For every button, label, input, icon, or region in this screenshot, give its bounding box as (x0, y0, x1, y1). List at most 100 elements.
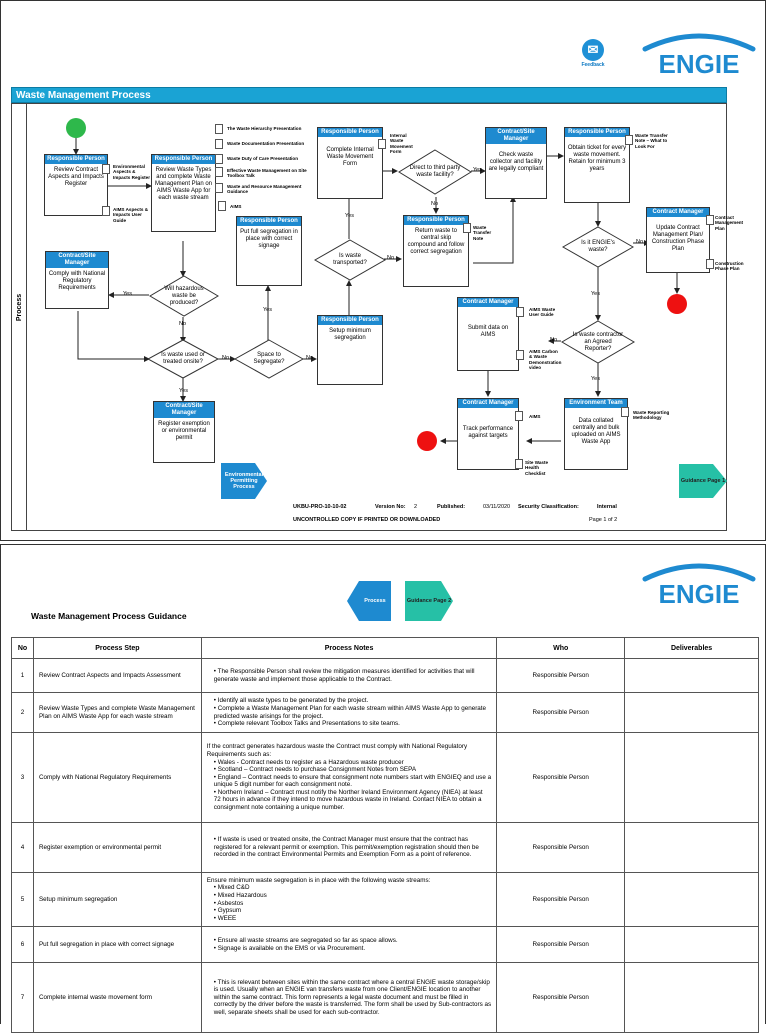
document-icon (516, 350, 524, 360)
note-link[interactable]: Waste Reporting Methodology (633, 410, 670, 421)
note-link[interactable]: AIMS (529, 414, 541, 419)
flow-connectors (73, 137, 680, 444)
step-comply-regulatory: Contract/Site Manager Comply with Nation… (45, 251, 109, 309)
step-text: Review Waste Types and complete Waste Ma… (154, 167, 213, 201)
notes-list: The Responsible Person shall review the … (207, 668, 492, 683)
deliverables-cell (624, 732, 759, 823)
version-label: Version No: (375, 504, 406, 510)
guidance-title: Waste Management Process Guidance (31, 611, 187, 621)
step-text: Comply with National Regulatory Requirem… (48, 271, 106, 291)
step-check-collector: Contract/Site Manager Check waste collec… (485, 127, 547, 199)
document-icon (218, 201, 226, 211)
step-text: Complete Internal Waste Movement Form (326, 147, 374, 167)
step-update-plan: Contract Manager Update Contract Managem… (646, 207, 710, 273)
note-link[interactable]: AIMS Carbon & Waste Demonstration video (529, 349, 562, 371)
logo-text: ENGIE (659, 579, 740, 605)
row-number: 7 (11, 962, 34, 1033)
notes-bullet: Mixed C&D (214, 884, 492, 892)
step-role: Contract Manager (458, 399, 518, 408)
step-text: Obtain ticket for every waste movement. … (567, 145, 627, 172)
process-lane: Process (11, 103, 727, 531)
deliverables-cell (624, 658, 759, 693)
notes-bullet: Ensure all waste streams are segregated … (214, 937, 492, 945)
guidance-page: ENGIE Process Guidance Page 2 Waste Mana… (0, 544, 766, 1033)
document-icon (215, 154, 223, 164)
process-notes: Identify all waste types to be generated… (200, 692, 498, 733)
version-value: 2 (414, 504, 418, 510)
step-role: Contract/Site Manager (154, 402, 214, 418)
notes-bullet: The Responsible Person shall review the … (214, 668, 492, 683)
process-step: Comply with National Regulatory Requirem… (32, 732, 202, 823)
decision-agreed-reporter: Is waste contractor an Agreed Reporter? (561, 320, 635, 364)
note-link[interactable]: Waste Duty of Care Presentation (227, 156, 299, 161)
note-link[interactable]: AIMS (230, 204, 242, 209)
step-text: Check waste collector and facility are l… (488, 152, 544, 172)
notes-list: Mixed C&DMixed HazardousAsbestosGypsumWE… (207, 884, 492, 922)
notes-bullet: Scotland – Contract needs to purchase Co… (214, 766, 492, 774)
column-header: Process Step (32, 637, 202, 659)
note-link[interactable]: AIMS Waste User Guide (529, 307, 556, 318)
branch-yes: Yes (345, 213, 354, 219)
env-permitting-link[interactable]: Environmental Permitting Process (221, 463, 267, 499)
note-link[interactable]: Site Waste Health Checklist (525, 460, 549, 476)
process-step: Complete internal waste movement form (32, 962, 202, 1033)
branch-no: No (636, 239, 644, 245)
document-icon (463, 223, 471, 233)
deliverables-cell (624, 872, 759, 927)
branch-yes: Yes (473, 167, 482, 173)
process-notes: Ensure all waste streams are segregated … (200, 926, 498, 963)
note-link[interactable]: Effective Waste Management on Site Toolb… (227, 168, 307, 179)
step-text: Put full segregation in place with corre… (240, 229, 298, 249)
who-cell: Responsible Person (496, 962, 626, 1033)
note-link[interactable]: Construction Phase Plan (715, 261, 744, 272)
deliverables-cell (624, 692, 759, 733)
deliverables-cell (624, 822, 759, 873)
decision-space-segregate: Space to Segregate? (234, 339, 304, 379)
feedback-button[interactable]: ✉ Feedback (577, 39, 609, 68)
process-step: Review Contract Aspects and Impacts Asse… (32, 658, 202, 693)
notes-bullet: Asbestos (214, 900, 492, 908)
guidance-nav-link[interactable]: Guidance Page 2 (405, 581, 453, 621)
note-link[interactable]: Waste Documentation Presentation (227, 141, 305, 146)
step-register-exemption: Contract/Site Manager Register exemption… (153, 401, 215, 463)
notes-bullet: Northern Ireland – Contract must notify … (214, 789, 492, 812)
note-link[interactable]: Waste Transfer Note (473, 225, 492, 241)
guidance-page-link[interactable]: Guidance Page 1 (679, 464, 727, 498)
process-page: ✉ Feedback ENGIE Waste Management Proces… (0, 0, 766, 541)
notes-list: Identify all waste types to be generated… (207, 697, 492, 727)
step-data-collated: Environment Team Data collated centrally… (564, 398, 628, 470)
step-text: Return waste to central skip compound an… (407, 228, 465, 255)
note-link[interactable]: Waste Transfer Note – What to Look For (635, 133, 668, 149)
document-icon (215, 124, 223, 134)
note-link[interactable]: Contract Management Plan (715, 215, 744, 231)
document-icon (621, 407, 629, 417)
published-label: Published: (437, 504, 466, 510)
envelope-icon: ✉ (582, 39, 604, 61)
step-role: Contract/Site Manager (46, 252, 108, 268)
process-nav-link[interactable]: Process (347, 581, 391, 621)
process-notes: If the contract generates hazardous wast… (200, 732, 498, 823)
column-header: Deliverables (624, 637, 759, 659)
step-minimum-segregation: Responsible Person Setup minimum segrega… (317, 315, 383, 385)
notes-intro: Ensure minimum waste segregation is in p… (206, 876, 431, 884)
row-number: 1 (11, 658, 34, 693)
notes-bullet: This is relevant between sites within th… (214, 979, 492, 1017)
note-link[interactable]: Environmental Aspects & Impacts Register (113, 164, 151, 180)
step-text: Update Contract Management Plan/ Constru… (651, 225, 705, 252)
who-cell: Responsible Person (496, 732, 626, 823)
table-header-row: No Process Step Process Notes Who Delive… (11, 637, 759, 659)
note-link[interactable]: Internal Waste Movement Form (390, 133, 413, 155)
step-role: Contract Manager (458, 298, 518, 307)
row-number: 3 (11, 732, 34, 823)
step-text: Data collated centrally and bulk uploade… (571, 418, 621, 445)
step-obtain-ticket: Responsible Person Obtain ticket for eve… (564, 127, 630, 203)
deliverables-cell (624, 962, 759, 1033)
branch-no: No (431, 201, 439, 207)
note-link[interactable]: Waste and Resource Management Guidance (227, 184, 302, 195)
note-link[interactable]: The Waste Hierarchy Presentation (227, 126, 302, 131)
branch-yes: Yes (591, 376, 600, 382)
note-link[interactable]: AIMS Aspects & Impacts User Guide (113, 207, 149, 223)
who-cell: Responsible Person (496, 872, 626, 927)
